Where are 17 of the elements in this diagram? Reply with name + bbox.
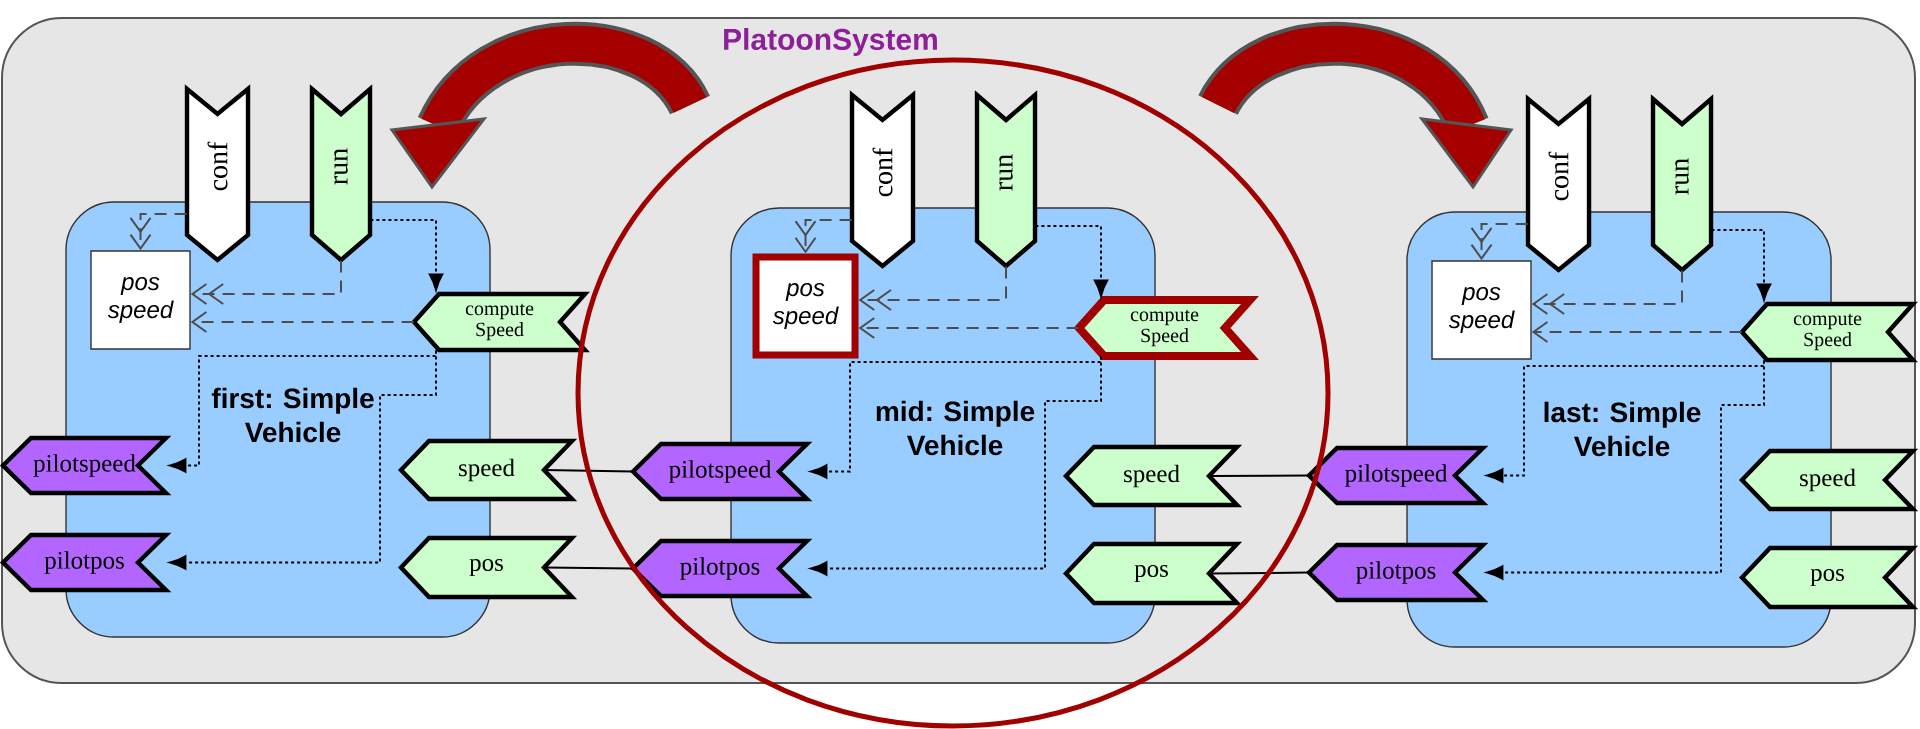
attribute-box: pos speed [1431,260,1532,360]
attribute-box: pos speed [90,250,191,350]
dotted-arrow [1710,229,1772,301]
attribute-box: pos speed [752,253,859,359]
dashed-arrow [1531,321,1743,343]
dashed-arrow [1531,269,1683,315]
dashed-arrow [190,259,342,305]
dotted-arrow [1034,225,1109,297]
operation-port: compute Speed [1739,301,1918,363]
dashed-arrow [1470,223,1529,261]
dotted-arrow [369,219,444,291]
dashed-arrow [129,213,188,251]
dashed-arrow [858,317,1080,339]
output-port: pos [1739,545,1919,610]
dashed-arrow [794,219,853,254]
dashed-arrow [190,311,415,333]
dashed-arrow [858,265,1007,311]
